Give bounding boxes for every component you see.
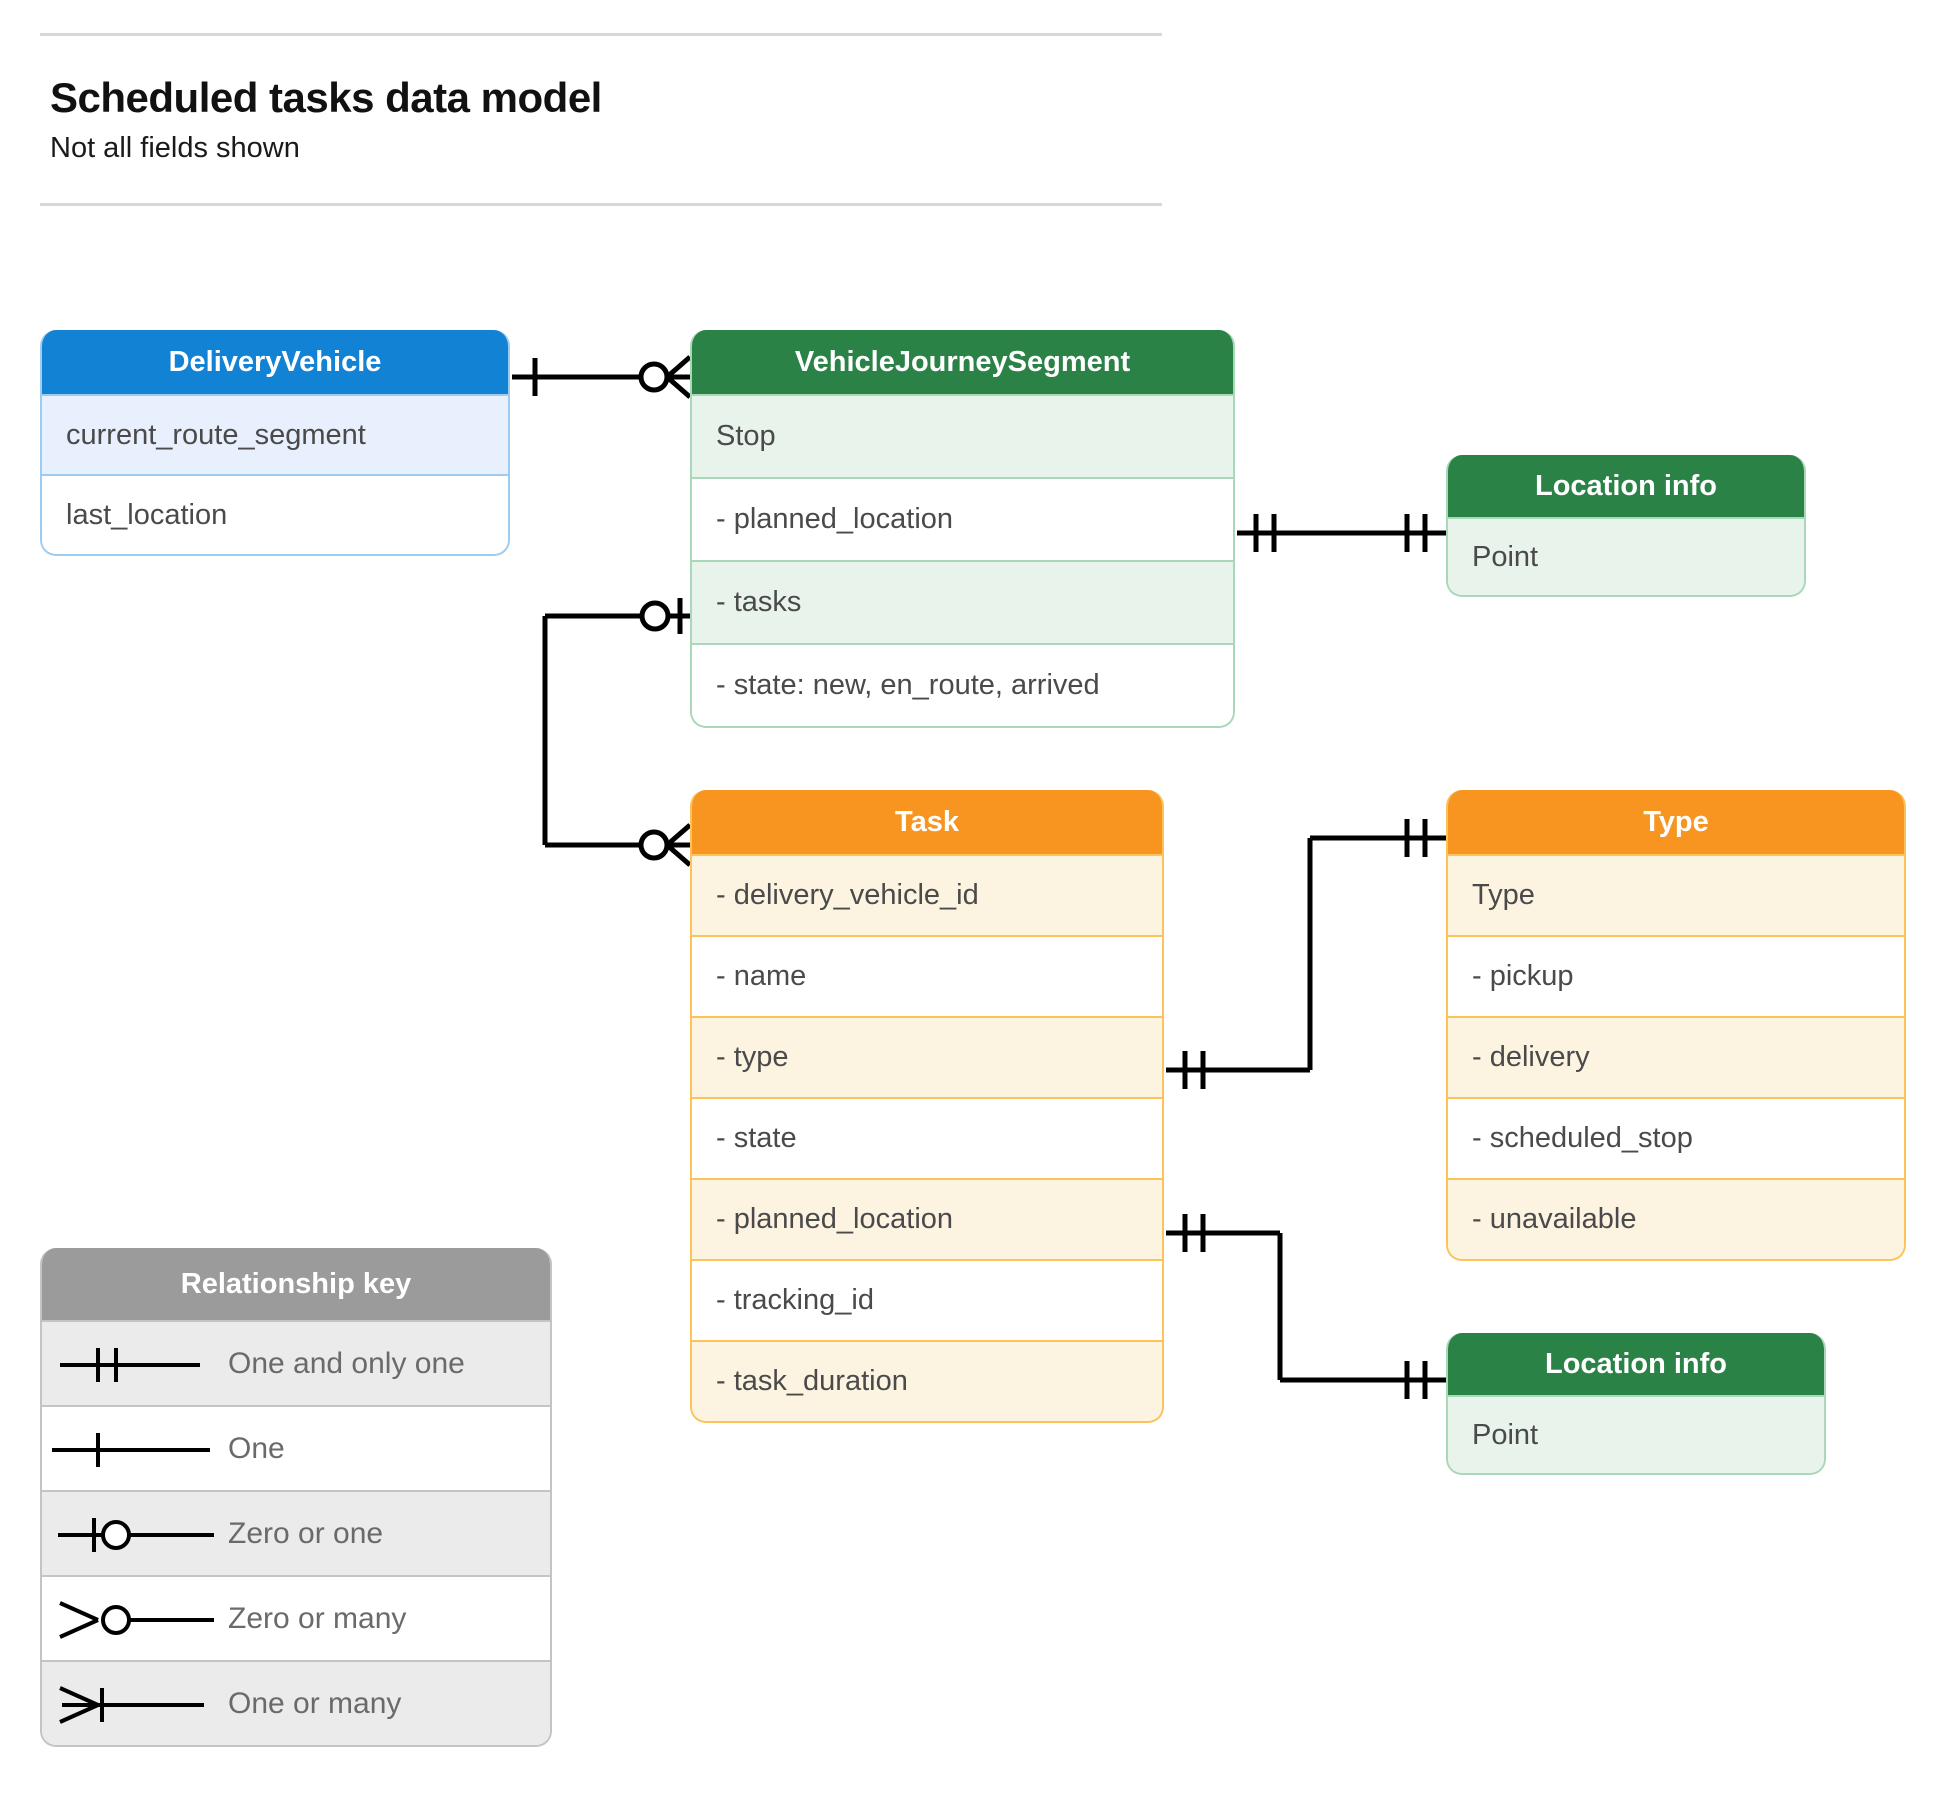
entity-title-task: Task	[692, 790, 1162, 854]
entity-row: last_location	[42, 474, 508, 554]
entity-row: - delivery_vehicle_id	[692, 854, 1162, 935]
entity-type[interactable]: Type Type - pickup - delivery - schedule…	[1446, 790, 1906, 1261]
entity-row: - name	[692, 935, 1162, 1016]
entity-task[interactable]: Task - delivery_vehicle_id - name - type…	[690, 790, 1164, 1423]
entity-title-vehicle-journey-segment: VehicleJourneySegment	[692, 330, 1233, 394]
entity-row: Point	[1448, 1395, 1824, 1473]
entity-row: Stop	[692, 394, 1233, 477]
entity-row: - unavailable	[1448, 1178, 1904, 1259]
legend-item-one-or-many: One or many	[42, 1660, 550, 1745]
entity-row: - state: new, en_route, arrived	[692, 643, 1233, 726]
legend-item-zero-or-one: Zero or one	[42, 1490, 550, 1575]
entity-row: - state	[692, 1097, 1162, 1178]
legend-item-one-and-only-one: One and only one	[42, 1320, 550, 1405]
entity-row: - planned_location	[692, 1178, 1162, 1259]
zero-or-many-icon	[42, 1577, 228, 1660]
entity-row: - planned_location	[692, 477, 1233, 560]
entity-row: - tasks	[692, 560, 1233, 643]
entity-row: - scheduled_stop	[1448, 1097, 1904, 1178]
entity-row: - tracking_id	[692, 1259, 1162, 1340]
entity-vehicle-journey-segment[interactable]: VehicleJourneySegment Stop - planned_loc…	[690, 330, 1235, 728]
legend-item-zero-or-many: Zero or many	[42, 1575, 550, 1660]
entity-title-delivery-vehicle: DeliveryVehicle	[42, 330, 508, 394]
entity-row: current_route_segment	[42, 394, 508, 474]
legend-title: Relationship key	[42, 1248, 550, 1320]
entity-delivery-vehicle[interactable]: DeliveryVehicle current_route_segment la…	[40, 330, 510, 556]
zero-or-one-icon	[42, 1492, 228, 1575]
entity-location-info-bottom[interactable]: Location info Point	[1446, 1333, 1826, 1475]
entity-title-type: Type	[1448, 790, 1904, 854]
legend-item-label: One or many	[228, 1686, 402, 1720]
one-and-only-one-icon	[42, 1322, 228, 1405]
entity-row: - pickup	[1448, 935, 1904, 1016]
entity-row: - type	[692, 1016, 1162, 1097]
entity-row: Point	[1448, 517, 1804, 595]
header-divider-top	[40, 33, 1162, 36]
entity-location-info-top[interactable]: Location info Point	[1446, 455, 1806, 597]
legend-item-label: Zero or one	[228, 1516, 384, 1550]
entity-row: - task_duration	[692, 1340, 1162, 1421]
page-subtitle: Not all fields shown	[50, 132, 300, 164]
legend-item-label: One and only one	[228, 1346, 465, 1380]
legend-item-one: One	[42, 1405, 550, 1490]
entity-row: Type	[1448, 854, 1904, 935]
entity-title-location-info-top: Location info	[1448, 455, 1804, 517]
relationship-key-legend[interactable]: Relationship key One and only one	[40, 1248, 552, 1747]
header-divider-bottom	[40, 203, 1162, 206]
entity-title-location-info-bottom: Location info	[1448, 1333, 1824, 1395]
legend-item-label: Zero or many	[228, 1601, 407, 1635]
one-or-many-icon	[42, 1662, 228, 1745]
page-title: Scheduled tasks data model	[50, 74, 602, 121]
one-icon	[42, 1407, 228, 1490]
legend-item-label: One	[228, 1431, 285, 1465]
entity-row: - delivery	[1448, 1016, 1904, 1097]
